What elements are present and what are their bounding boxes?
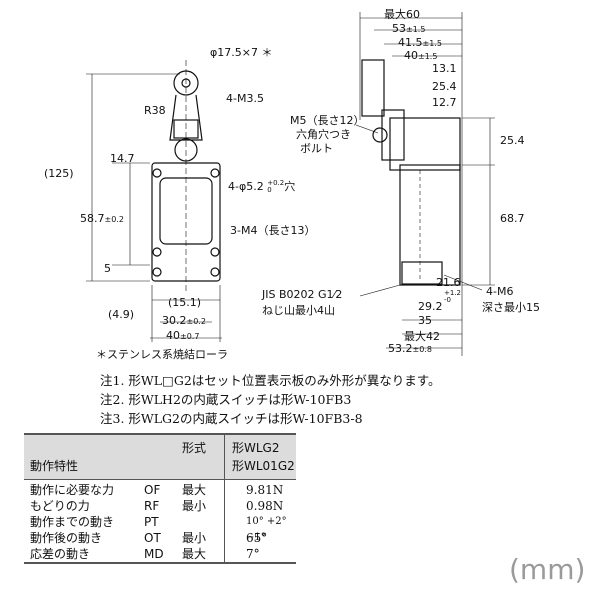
header-form: 形式 bbox=[182, 441, 207, 455]
header-left: 動作特性 bbox=[30, 459, 79, 473]
hole-tol-bot: 0 bbox=[267, 186, 272, 194]
jis-label-1: JIS B0202 G1⁄2 bbox=[262, 288, 343, 301]
dim-30-2: 30.2±0.2 bbox=[162, 314, 206, 327]
dim-15-1: (15.1) bbox=[168, 296, 202, 309]
row-abbr: MD bbox=[144, 547, 164, 561]
row-name: 動作に必要な力 bbox=[30, 483, 115, 497]
spec-table-body: 動作に必要な力 OF 最大 9.81N もどりの力 RF 最小 0.98N 動作… bbox=[24, 480, 296, 564]
roller-footnote: ＊ステンレス系焼結ローラ bbox=[96, 348, 228, 361]
header-divider bbox=[224, 435, 225, 479]
row-value: 7° bbox=[246, 547, 260, 561]
d1-2-tol-top: +1.2 bbox=[444, 289, 461, 297]
hole-suffix: 穴 bbox=[284, 180, 296, 193]
d40-label: 40±1.5 bbox=[404, 49, 437, 62]
max42-label: 最大42 bbox=[404, 330, 440, 343]
d68-7-label: 68.7 bbox=[500, 212, 525, 225]
switch-body-side bbox=[399, 164, 461, 286]
row-abbr: RF bbox=[144, 499, 160, 513]
d1-2-tol-bot: -0 bbox=[444, 296, 451, 304]
dim-58-7-value: 58.7 bbox=[80, 212, 105, 225]
dim-40-value: 40 bbox=[166, 329, 180, 342]
d21-6-label: 21.6 bbox=[436, 276, 461, 289]
lever-shape bbox=[169, 94, 203, 141]
d13-1-label: 13.1 bbox=[432, 62, 457, 75]
m6-label-1: 4-M6 bbox=[486, 285, 514, 298]
jis-label-2: ねじ山最小4山 bbox=[262, 304, 335, 317]
table-row: 応差の動き MD 最大 7° bbox=[24, 546, 296, 562]
dim-40: 40±0.7 bbox=[166, 329, 199, 342]
row-abbr: OT bbox=[144, 531, 161, 545]
d53-2-tol: ±0.8 bbox=[412, 345, 432, 354]
m6-label-2: 深さ最小15 bbox=[482, 301, 540, 314]
dim-4-9: (4.9) bbox=[108, 308, 135, 321]
hole-value: 4-φ5.2 bbox=[228, 180, 264, 193]
note-2: 注2. 形WLH2の内蔵スイッチは形W-10FB3 bbox=[100, 392, 352, 407]
header-model-1: 形WLG2 bbox=[232, 441, 280, 455]
row-name: もどりの力 bbox=[30, 499, 90, 513]
dim-5: 5 bbox=[104, 262, 111, 275]
d41-5-value: 41.5 bbox=[398, 36, 423, 49]
m5-label-1: M5（長さ12） bbox=[290, 114, 365, 127]
row-limit: 最小 bbox=[182, 531, 207, 545]
row-value: 10° +2° −1° bbox=[246, 516, 287, 543]
row-limit: 最大 bbox=[182, 483, 207, 497]
dim-58-7: 58.7±0.2 bbox=[80, 212, 124, 225]
table-row: 動作に必要な力 OF 最大 9.81N bbox=[24, 482, 296, 498]
spec-table-header: 形式 形WLG2 形WL01G2 動作特性 bbox=[24, 433, 296, 480]
d40-tol: ±1.5 bbox=[418, 52, 438, 61]
screw2-label: 3-M4（長さ13） bbox=[230, 224, 316, 237]
d1-2-tol: +1.2-0 bbox=[444, 290, 461, 304]
d29-2-label: 29.2 bbox=[418, 300, 443, 313]
header-model-2: 形WL01G2 bbox=[232, 459, 295, 473]
spec-table: 形式 形WLG2 形WL01G2 動作特性 動作に必要な力 OF 最大 9.81… bbox=[24, 433, 296, 564]
d53-label: 53±1.5 bbox=[392, 22, 425, 35]
d12-7-label: 12.7 bbox=[432, 96, 457, 109]
roller-dim-label: φ17.5×7 ＊ bbox=[210, 46, 273, 59]
screw-label: 4-M3.5 bbox=[226, 92, 264, 105]
table-row: 動作後の動き OT 最小 65° bbox=[24, 530, 296, 546]
table-row: 動作までの動き PT 10° +2° −1° bbox=[24, 514, 296, 543]
dim-30-2-tol: ±0.2 bbox=[186, 317, 206, 326]
d53-tol: ±1.5 bbox=[406, 25, 426, 34]
side-lever-shape bbox=[381, 109, 405, 161]
hole-tol-top: +0.2 bbox=[267, 179, 285, 187]
dim-14-7: 14.7 bbox=[110, 152, 135, 165]
radius-label: R38 bbox=[144, 104, 166, 117]
row-abbr: OF bbox=[144, 483, 161, 497]
d53-value: 53 bbox=[392, 22, 406, 35]
m5-label-3: ボルト bbox=[300, 142, 333, 155]
table-row: もどりの力 RF 最小 0.98N bbox=[24, 498, 296, 514]
dim-125: (125) bbox=[44, 167, 74, 180]
dim-58-7-tol: ±0.2 bbox=[104, 215, 124, 224]
max60-label: 最大60 bbox=[384, 8, 420, 21]
unit-label: (mm) bbox=[509, 553, 586, 586]
row-value: 0.98N bbox=[246, 499, 284, 513]
row-value: 9.81N bbox=[246, 483, 284, 497]
dim-40-tol: ±0.7 bbox=[180, 332, 200, 341]
d40-value: 40 bbox=[404, 49, 418, 62]
d35-label: 35 bbox=[418, 314, 432, 327]
d53-2-label: 53.2±0.8 bbox=[388, 342, 432, 355]
row-limit: 最大 bbox=[182, 547, 207, 561]
d25-4b-label: 25.4 bbox=[500, 134, 525, 147]
d25-4a-label: 25.4 bbox=[432, 80, 457, 93]
d41-5-label: 41.5±1.5 bbox=[398, 36, 442, 49]
d41-5-tol: ±1.5 bbox=[422, 39, 442, 48]
body-divider bbox=[224, 480, 225, 562]
row-limit: 最小 bbox=[182, 499, 207, 513]
d53-2-value: 53.2 bbox=[388, 342, 413, 355]
row-name: 応差の動き bbox=[30, 547, 91, 561]
dim-30-2-value: 30.2 bbox=[162, 314, 187, 327]
hole-label: 4-φ5.2 +0.2 0 穴 bbox=[228, 178, 295, 194]
note-1: 注1. 形WL□G2はセット位置表示板のみ外形が異なります。 bbox=[100, 373, 441, 388]
row-abbr: PT bbox=[144, 515, 159, 529]
row-name: 動作までの動き bbox=[30, 515, 115, 529]
note-3: 注3. 形WLG2の内蔵スイッチは形W-10FB3-8 bbox=[100, 411, 363, 426]
row-value: 65° bbox=[246, 531, 268, 545]
m5-label-2: 六角穴つき bbox=[296, 128, 351, 141]
row-name: 動作後の動き bbox=[30, 531, 103, 545]
